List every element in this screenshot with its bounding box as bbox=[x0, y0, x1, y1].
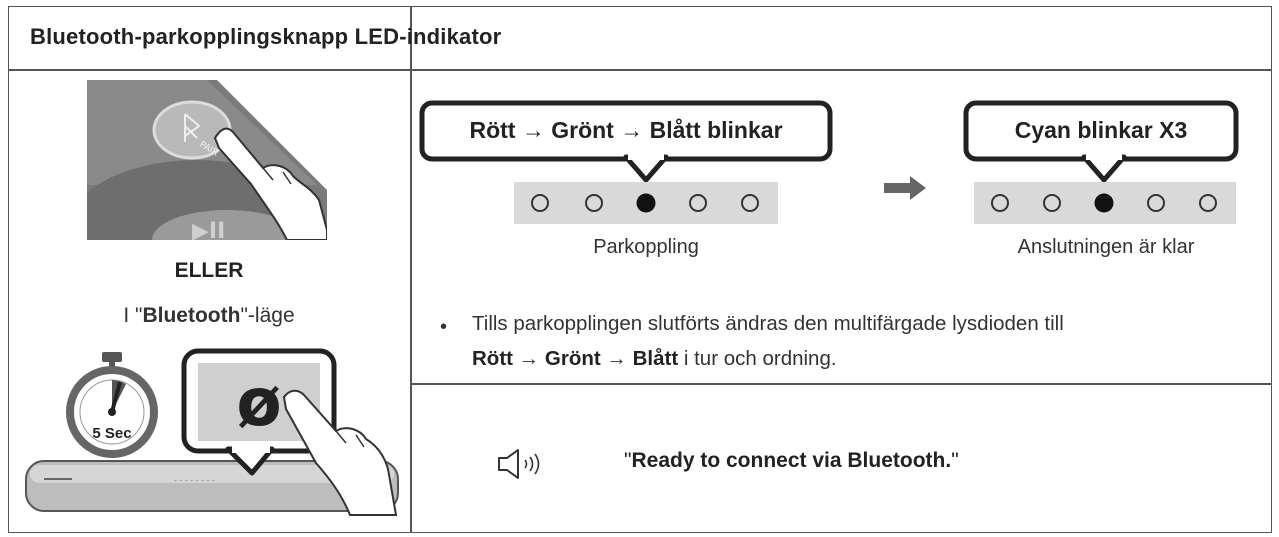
note-arrow: → bbox=[518, 347, 540, 370]
led-dot-active bbox=[636, 193, 656, 213]
timer-label: 5 Sec bbox=[92, 425, 131, 442]
header-divider bbox=[8, 69, 1272, 71]
note-color-blue: Blått bbox=[632, 347, 679, 370]
led-caption-1: Parkoppling bbox=[593, 236, 699, 258]
speaker-icon bbox=[498, 449, 540, 479]
mode-suffix: "-läge bbox=[240, 304, 295, 327]
mode-bold: Bluetooth bbox=[142, 304, 241, 327]
color-sequence-note: Tills parkopplingen slutförts ändras den… bbox=[472, 306, 1262, 376]
led-dot bbox=[585, 194, 603, 212]
voice-message: Ready to connect via Bluetooth. bbox=[631, 449, 952, 472]
soundbar-front-illustration: - - - - - - - - ø bbox=[25, 348, 399, 516]
stopwatch-icon: 5 Sec bbox=[66, 352, 158, 458]
mode-prefix: I " bbox=[123, 304, 143, 327]
svg-text:▶II: ▶II bbox=[192, 219, 225, 240]
quote-close: " bbox=[951, 449, 959, 472]
note-bullet: • bbox=[440, 316, 448, 338]
led-dot bbox=[689, 194, 707, 212]
led-dot bbox=[1199, 194, 1217, 212]
no-symbol-icon: ø bbox=[236, 364, 281, 441]
note-tail: i tur och ordning. bbox=[678, 347, 837, 370]
led-dot bbox=[1043, 194, 1061, 212]
pair-button-photo: ▶II PAIR bbox=[87, 80, 327, 240]
note-color-green: Grönt bbox=[544, 347, 601, 370]
note-arrow: → bbox=[606, 347, 627, 370]
led-caption-2: Anslutningen är klar bbox=[1017, 236, 1195, 258]
led-strip-1 bbox=[514, 182, 778, 224]
callout-1-text: Rött → Grönt → Blått blinkar bbox=[469, 117, 783, 143]
note-line-1: Tills parkopplingen slutförts ändras den… bbox=[472, 312, 1064, 335]
callout-2-bubble bbox=[963, 100, 1239, 183]
quote-open: " bbox=[624, 449, 632, 472]
bluetooth-mode-label: I "Bluetooth"-läge bbox=[8, 304, 410, 328]
led-dot bbox=[991, 194, 1009, 212]
or-label: ELLER bbox=[174, 259, 244, 282]
led-dot-active bbox=[1094, 193, 1114, 213]
note-line-2: Rött → Grönt → Blått i tur och ordning. bbox=[472, 341, 1262, 376]
led-dot bbox=[531, 194, 549, 212]
led-dot bbox=[741, 194, 759, 212]
right-arrow-icon bbox=[884, 176, 926, 200]
column-divider bbox=[410, 6, 412, 533]
callout-1-bubble bbox=[419, 100, 833, 183]
table-frame bbox=[8, 6, 1272, 533]
row-divider bbox=[410, 383, 1272, 385]
led-dot bbox=[1147, 194, 1165, 212]
table-header-title: Bluetooth-parkopplingsknapp LED-indikato… bbox=[30, 24, 502, 49]
svg-text:- - - - - - - -: - - - - - - - - bbox=[174, 476, 215, 485]
voice-guide-text: "Ready to connect via Bluetooth." bbox=[624, 449, 959, 473]
callout-2-text: Cyan blinkar X3 bbox=[1014, 117, 1188, 143]
note-color-red: Rött bbox=[472, 347, 513, 370]
led-strip-2 bbox=[974, 182, 1236, 224]
